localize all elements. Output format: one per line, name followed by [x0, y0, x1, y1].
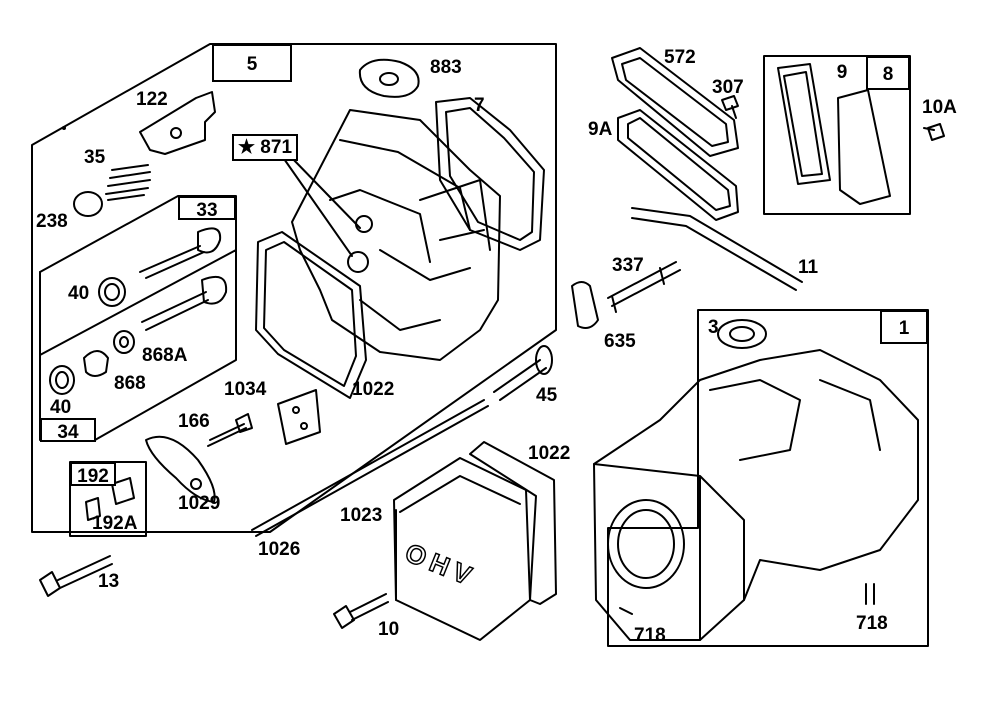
valve-33 [139, 245, 205, 279]
label-1022-cover: 1022 [528, 443, 571, 464]
head-gasket-1022 [255, 231, 367, 399]
spark-plug-337 [607, 261, 681, 313]
label-337: 337 [612, 255, 644, 276]
label-35: 35 [84, 147, 106, 168]
label-871: ★ 871 [232, 134, 299, 161]
valve-cap-238 [73, 191, 103, 217]
valve-34 [141, 291, 209, 331]
gasket-9 [777, 63, 831, 185]
group-5-label: 5 [212, 44, 292, 82]
gasket-883 [358, 58, 420, 98]
rocker-arm-1029 [145, 435, 216, 503]
label-868: 868 [114, 373, 146, 394]
leader-871 [281, 155, 361, 257]
valve-keeper-40a [98, 277, 126, 307]
label-307: 307 [712, 77, 744, 98]
connector-635 [571, 281, 599, 329]
label-1023: 1023 [340, 505, 383, 526]
push-rod-1026 [251, 399, 489, 537]
label-238: 238 [36, 211, 68, 232]
washer-868A [113, 330, 135, 354]
label-10A: 10A [922, 97, 957, 118]
group-9-label: 9 [836, 62, 848, 83]
oil-seal-3 [717, 319, 767, 349]
group-34-outline [39, 249, 237, 441]
label-166: 166 [178, 411, 210, 432]
label-718a: 718 [634, 625, 666, 646]
valve-33-head [197, 227, 222, 254]
adjuster-192A [85, 477, 135, 521]
bracket-122 [139, 91, 216, 155]
dowel-pin-718a [619, 607, 633, 615]
valve-spring-35 [105, 164, 151, 201]
group-8-label: 8 [866, 56, 910, 90]
label-883: 883 [430, 57, 462, 78]
label-45: 45 [536, 385, 558, 406]
plate-1034 [277, 389, 321, 445]
gasket-9A [617, 109, 739, 221]
breather-cover-8 [837, 89, 891, 205]
label-7: 7 [474, 95, 485, 116]
label-9A: 9A [588, 119, 613, 140]
label-1022-head: 1022 [352, 379, 395, 400]
group-192-label: 192 [70, 462, 116, 486]
group-1-label: 1 [880, 310, 928, 344]
valve-34-head [201, 276, 228, 305]
gasket-572 [611, 47, 739, 157]
tappet-45 [493, 359, 547, 401]
label-192A: 192A [92, 513, 138, 534]
tube-11 [631, 207, 803, 291]
bolt-10 [333, 593, 389, 629]
label-11: 11 [798, 257, 819, 278]
dowel-pin-718b [865, 583, 875, 605]
cylinder-head [291, 109, 501, 361]
bolt-13 [39, 555, 113, 597]
label-13: 13 [98, 571, 120, 592]
label-40b: 40 [50, 397, 72, 418]
stud-166 [207, 413, 253, 447]
group-1-outline [607, 309, 929, 647]
label-122: 122 [136, 89, 168, 110]
valve-seal-868 [83, 350, 109, 377]
label-40a: 40 [68, 283, 90, 304]
label-868A: 868A [142, 345, 188, 366]
label-1029: 1029 [178, 493, 221, 514]
group-5-outline [31, 43, 557, 533]
label-572: 572 [664, 47, 696, 68]
screw-10A [923, 123, 945, 141]
label-635: 635 [604, 331, 636, 352]
screw-307 [721, 95, 739, 119]
group-8-outline [763, 55, 911, 215]
gasket-883-hole [379, 72, 399, 86]
gasket-7 [435, 97, 545, 251]
label-1034: 1034 [224, 379, 267, 400]
label-1026: 1026 [258, 539, 301, 560]
label-3: 3 [708, 317, 719, 338]
bracket-122-hole [170, 127, 182, 139]
group-34-label: 34 [40, 418, 96, 442]
cover-gasket-1022 [469, 441, 557, 605]
label-10: 10 [378, 619, 400, 640]
valve-keeper-40b [49, 365, 75, 395]
label-718b: 718 [856, 613, 888, 634]
group-33-label: 33 [178, 196, 236, 220]
engine-block [593, 349, 919, 641]
